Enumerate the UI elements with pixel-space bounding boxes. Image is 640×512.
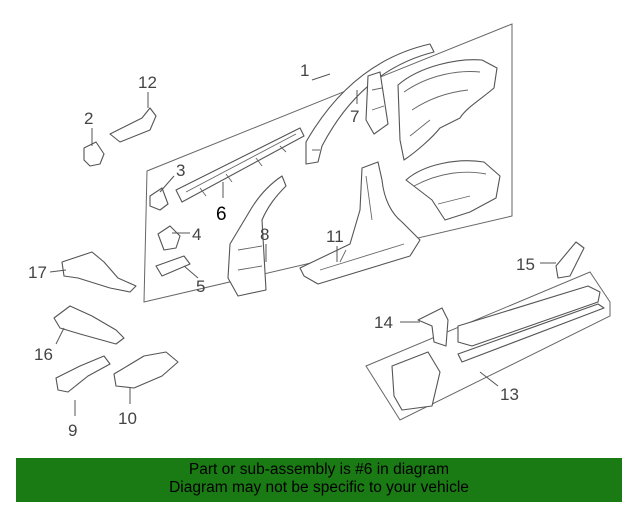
bracket-14-part (417, 307, 449, 347)
bracket-12-part (109, 107, 157, 143)
callout-9: 9 (68, 421, 77, 440)
leader-13 (479, 371, 499, 387)
leader-5 (183, 265, 199, 279)
callout-13: 13 (500, 385, 519, 404)
banner-line-1: Part or sub-assembly is #6 in diagram (188, 461, 450, 478)
rocker-reinforcement-part (175, 127, 305, 203)
callout-3: 3 (176, 161, 185, 180)
callout-16: 16 (34, 345, 53, 364)
callout-11: 11 (326, 227, 344, 246)
callout-2: 2 (84, 109, 93, 128)
floor-part-9 (55, 355, 111, 393)
rocker-outer-part (457, 285, 601, 347)
callout-17: 17 (28, 263, 47, 282)
rocker-inner-part (391, 351, 441, 411)
leader-17 (49, 269, 67, 273)
b-pillar-part (299, 161, 421, 285)
leader-1 (311, 73, 331, 81)
callout-15: 15 (516, 255, 535, 274)
callout-8: 8 (260, 225, 269, 244)
bracket-2-part (83, 141, 105, 167)
floor-part-10 (113, 351, 179, 389)
hinge-pillar-part (227, 175, 287, 297)
callout-14: 14 (374, 313, 393, 332)
roof-rail-part (305, 43, 435, 165)
bracket-5-part (155, 255, 191, 277)
banner-line-2: Diagram may not be specific to your vehi… (169, 479, 469, 496)
callout-10: 10 (118, 409, 137, 428)
floor-part-16 (53, 305, 125, 345)
bracket-3-part (149, 187, 169, 211)
rear-quarter-upper-part (397, 59, 498, 161)
callout-7: 7 (350, 107, 359, 126)
callout-4: 4 (192, 225, 201, 244)
parts-diagram: 1 2 3 4 5 6 7 8 9 10 11 12 13 14 15 16 1… (28, 23, 611, 440)
bracket-4-part (157, 225, 181, 251)
bracket-15-part (555, 241, 585, 279)
part-info-banner: Part or sub-assembly is #6 in diagram Di… (16, 458, 622, 502)
callout-12: 12 (138, 73, 157, 92)
leader-16 (55, 327, 65, 345)
rocker-strip-part (457, 303, 605, 363)
callout-5: 5 (196, 277, 205, 296)
leader-3 (159, 175, 175, 193)
callout-1: 1 (300, 61, 309, 80)
floor-part-17 (61, 251, 137, 293)
rear-quarter-lower-part (405, 160, 501, 221)
callout-6: 6 (216, 204, 227, 225)
